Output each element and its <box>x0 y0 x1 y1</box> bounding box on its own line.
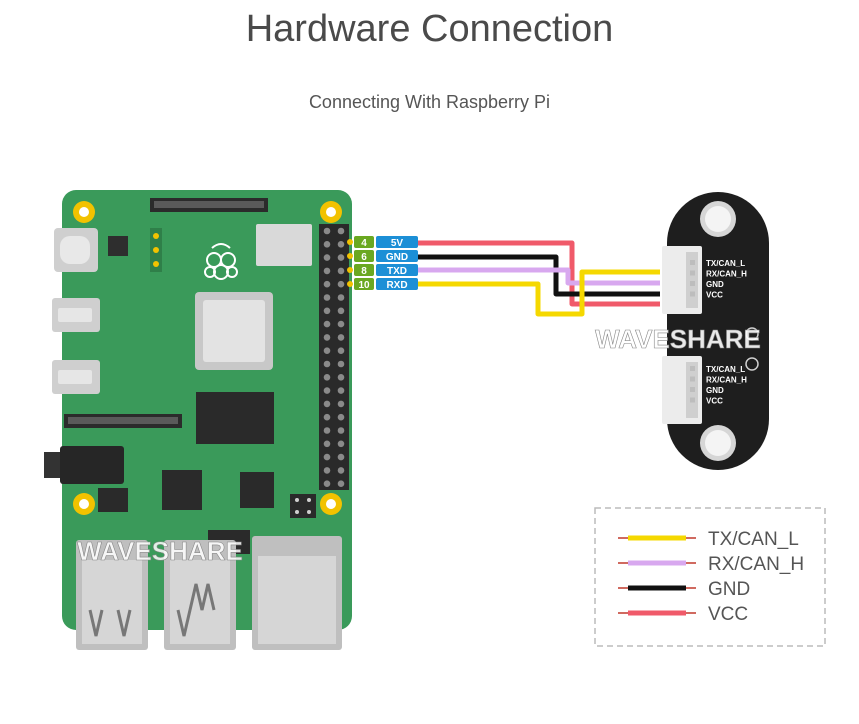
pin-labels: 4 5V 6 GND 8 TXD 10 RXD <box>347 236 418 291</box>
gpio-pin <box>323 241 331 248</box>
pin-number: 4 <box>361 238 367 249</box>
ram-chip <box>196 392 274 444</box>
gpio-pin <box>323 427 331 434</box>
gpio-pin <box>323 320 331 328</box>
gpio-pin <box>337 374 345 381</box>
gpio-pin <box>323 254 331 261</box>
pin-number-badge <box>354 278 374 290</box>
pin-label: GND <box>386 252 408 263</box>
page-subtitle: Connecting With Raspberry Pi <box>308 92 551 112</box>
gpio-pin <box>323 307 331 315</box>
gpio-pin <box>337 307 345 315</box>
gpio-pin <box>323 387 331 394</box>
gpio-pin <box>323 413 331 421</box>
raspberry-pi-board: WAVESHARE <box>44 190 352 650</box>
gpio-pin <box>323 440 331 448</box>
pin-label: 5V <box>391 238 404 249</box>
legend-label: GND <box>708 579 750 600</box>
module-pin-label: TX/CAN_L <box>706 259 745 268</box>
pin-number: 10 <box>358 280 370 291</box>
module-pin-label: RX/CAN_H <box>706 376 747 385</box>
gpio-pin <box>337 254 345 261</box>
gpio-pin <box>337 360 345 368</box>
gpio-pin <box>323 480 331 488</box>
gpio-pin <box>323 227 331 235</box>
gpio-pin <box>323 374 331 381</box>
legend-label: VCC <box>708 604 748 625</box>
pin-label-badge <box>376 278 418 290</box>
gpio-pin <box>337 400 345 408</box>
module-pin-label: VCC <box>706 291 723 300</box>
pin-number: 6 <box>361 252 367 263</box>
gpio-pin <box>337 453 345 461</box>
wire-vcc <box>418 240 660 307</box>
pin-number-badge <box>354 264 374 276</box>
wire-txd <box>418 267 660 286</box>
pin-label-badge <box>376 264 418 276</box>
module-pin-label: GND <box>706 280 724 289</box>
gpio-pin <box>337 227 345 235</box>
gpio-pin <box>337 467 345 474</box>
pin-number-badge <box>354 236 374 248</box>
wires <box>418 240 660 317</box>
wire-gnd <box>418 254 660 297</box>
legend-box <box>594 507 826 647</box>
pin-label-badge <box>376 236 418 248</box>
gpio-pin <box>337 241 345 248</box>
gpio-pin <box>323 453 331 461</box>
gpio-pin <box>337 280 345 288</box>
legend-label: RX/CAN_H <box>708 554 804 575</box>
pin-number-badge <box>354 250 374 262</box>
gpio-pin <box>337 347 345 355</box>
pin-label: TXD <box>387 266 407 277</box>
pi-brand-watermark: WAVESHARE <box>77 536 243 566</box>
legend-label: TX/CAN_L <box>708 529 799 550</box>
raspberry-logo-icon <box>204 243 238 280</box>
audio-jack-icon <box>44 452 62 478</box>
pin-label: RXD <box>386 280 407 291</box>
gpio-pin <box>323 280 331 288</box>
gpio-pin <box>337 480 345 488</box>
gpio-pin <box>337 387 345 394</box>
gpio-pin <box>337 267 345 275</box>
module-pin-label: RX/CAN_H <box>706 270 747 279</box>
gpio-pin <box>337 440 345 448</box>
gpio-pin <box>337 294 345 301</box>
module-pin-label: VCC <box>706 397 723 406</box>
gpio-pin <box>337 413 345 421</box>
module-pin-label: TX/CAN_L <box>706 365 745 374</box>
gpio-pin <box>323 360 331 368</box>
gpio-pin <box>323 267 331 275</box>
module-brand-watermark: WAVESHARE <box>595 324 761 354</box>
gpio-pin <box>323 400 331 408</box>
gpio-pin <box>323 467 331 474</box>
module-pin-label: GND <box>706 386 724 395</box>
page-title: Hardware Connection <box>245 8 614 50</box>
gpio-pin <box>337 427 345 434</box>
wire-rxd <box>418 269 660 317</box>
gpio-header <box>319 224 349 490</box>
gpio-pin <box>323 294 331 301</box>
legend: TX/CAN_L RX/CAN_H GND VCC <box>594 507 826 647</box>
gpio-pin <box>337 334 345 341</box>
gpio-pin <box>323 334 331 341</box>
pin-label-badge <box>376 250 418 262</box>
pin-number: 8 <box>361 266 367 277</box>
gpio-pin <box>337 320 345 328</box>
wifi-module <box>256 224 312 266</box>
gpio-pin <box>323 347 331 355</box>
